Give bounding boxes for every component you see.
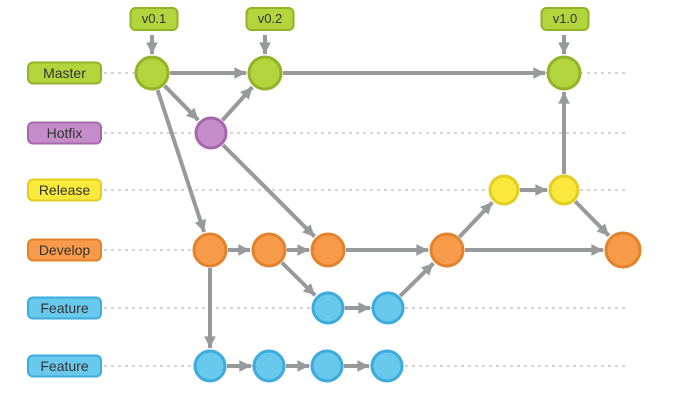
commit-node-m1 [134, 55, 170, 91]
commit-node-fb1 [193, 349, 227, 383]
branch-label-text: Feature [40, 358, 88, 374]
commit-node-fb4 [370, 349, 404, 383]
version-tag-box [245, 7, 295, 31]
version-tag-v0.1: v0.1 [129, 7, 179, 31]
commit-node-fa2 [371, 291, 405, 325]
edge-arrow-m1-h1 [163, 84, 200, 122]
edge-arrow-fa2-d4 [398, 261, 435, 298]
branch-label-box [27, 178, 102, 202]
commit-node-fb2 [252, 349, 286, 383]
branch-label-hotfix: Hotfix [27, 121, 102, 145]
commit-node-d4 [429, 232, 465, 268]
commit-node-d5 [604, 231, 642, 269]
commit-node-fb3 [310, 349, 344, 383]
branch-label-release: Release [27, 178, 102, 202]
branch-label-text: Hotfix [47, 125, 83, 141]
version-tag-v1.0: v1.0 [540, 7, 590, 31]
branch-label-text: Feature [40, 300, 88, 316]
branch-label-develop: Develop [27, 238, 102, 262]
commit-node-d1 [192, 232, 228, 268]
branch-label-text: Release [39, 182, 91, 198]
commit-node-h1 [194, 116, 228, 150]
branch-label-text: Master [43, 65, 86, 81]
branch-label-box [27, 61, 102, 85]
version-tag-text: v1.0 [553, 11, 578, 26]
branch-label-box [27, 238, 102, 262]
commit-node-d3 [310, 232, 346, 268]
version-tag-text: v0.2 [258, 11, 283, 26]
branch-label-box [27, 121, 102, 145]
branch-label-master: Master [27, 61, 102, 85]
branch-label-box [27, 296, 102, 320]
commit-node-d2 [251, 232, 287, 268]
version-tag-box [129, 7, 179, 31]
edge-arrow-m1-d1 [155, 89, 206, 233]
edge-arrow-h1-d3 [221, 143, 316, 238]
version-tag-v0.2: v0.2 [245, 7, 295, 31]
branch-label-feature-1: Feature [27, 296, 102, 320]
branch-label-text: Develop [39, 242, 91, 258]
edge-arrow-d2-fa1 [280, 261, 317, 297]
version-tag-text: v0.1 [142, 11, 167, 26]
commit-node-r2 [548, 174, 580, 206]
branch-label-box [27, 354, 102, 378]
commit-node-m2 [247, 55, 283, 91]
edge-arrow-r2-d5 [573, 200, 611, 238]
commit-node-m3 [546, 55, 582, 91]
version-tag-box [540, 7, 590, 31]
edge-arrow-h1-m2 [220, 85, 254, 122]
commit-node-r1 [488, 174, 520, 206]
branch-label-feature-2: Feature [27, 354, 102, 378]
edge-arrow-d4-r1 [457, 200, 494, 239]
commit-node-fa1 [311, 291, 345, 325]
